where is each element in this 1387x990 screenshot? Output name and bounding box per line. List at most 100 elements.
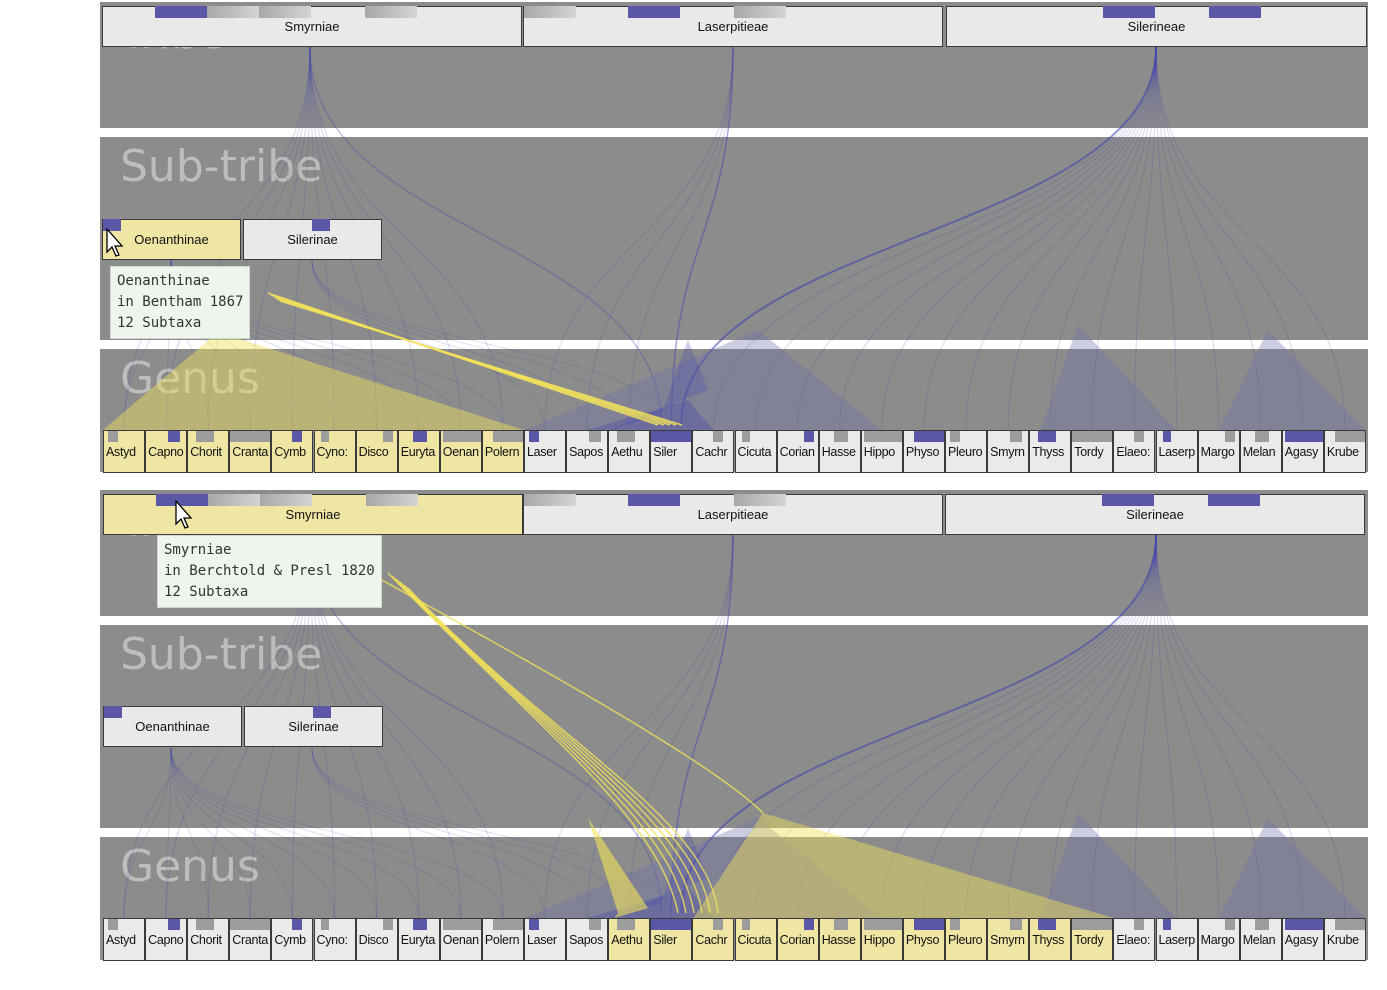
genus-node[interactable]: Tordy: [1071, 918, 1114, 961]
genus-node[interactable]: Disco: [355, 918, 398, 961]
genus-node[interactable]: Elaeo:: [1113, 430, 1156, 473]
genus-node[interactable]: Sapos: [566, 430, 609, 473]
subtribe-node-silerinae[interactable]: Silerinae: [243, 219, 382, 260]
hierarchy-link: [544, 46, 734, 431]
genus-node-label: Hippo: [863, 933, 895, 947]
genus-node[interactable]: Siler: [650, 430, 693, 473]
genus-node[interactable]: Corian: [776, 918, 819, 961]
genus-node[interactable]: Laser: [524, 430, 567, 473]
genus-node-label: Chorit: [190, 445, 222, 459]
genus-node[interactable]: Melan: [1239, 918, 1282, 961]
genus-node[interactable]: Cachr: [692, 430, 735, 473]
genus-node[interactable]: Hasse: [818, 430, 861, 473]
genus-node[interactable]: Astyd: [103, 918, 146, 961]
genus-node[interactable]: Capno: [145, 918, 188, 961]
genus-node[interactable]: Pleuro: [945, 918, 988, 961]
genus-node[interactable]: Hasse: [818, 918, 861, 961]
genus-node[interactable]: Hippo: [860, 918, 903, 961]
genus-node[interactable]: Physo: [902, 918, 945, 961]
genus-node-label: Cicuta: [737, 933, 772, 947]
genus-node[interactable]: Disco: [355, 430, 398, 473]
genus-node-label: Cranta: [232, 445, 269, 459]
subtribe-node-oenanthinae[interactable]: Oenanthinae: [103, 706, 242, 747]
genus-node[interactable]: Corian: [776, 430, 819, 473]
hierarchy-link: [311, 747, 546, 919]
genus-node[interactable]: Cachr: [692, 918, 735, 961]
genus-node[interactable]: Oenan: [439, 430, 482, 473]
genus-node-label: Hasse: [821, 445, 856, 459]
genus-node[interactable]: Capno: [145, 430, 188, 473]
genus-node[interactable]: Sapos: [566, 918, 609, 961]
genus-node[interactable]: Smyrn: [987, 918, 1030, 961]
genus-node[interactable]: Tordy: [1071, 430, 1114, 473]
hierarchy-link: [628, 534, 734, 919]
genus-node[interactable]: Astyd: [103, 430, 146, 473]
genus-node[interactable]: Laser: [524, 918, 567, 961]
genus-node-label: Euryta: [400, 445, 436, 459]
genus-node[interactable]: Krube: [1323, 430, 1366, 473]
genus-node-label: Agasy: [1284, 933, 1319, 947]
genus-node-label: Cymb: [274, 445, 306, 459]
genus-node-label: Hippo: [863, 445, 895, 459]
hierarchy-link: [1155, 46, 1346, 431]
genus-node[interactable]: Cyno:: [313, 430, 356, 473]
genus-node[interactable]: Laserp: [1155, 430, 1198, 473]
genus-node[interactable]: Thyss: [1029, 918, 1072, 961]
tribe-node-smyrniae[interactable]: Smyrniae: [103, 494, 523, 535]
genus-node-label: Laser: [527, 445, 557, 459]
genus-node-label: Margo: [1200, 933, 1235, 947]
genus-node-label: Tordy: [1074, 933, 1104, 947]
hierarchy-link: [797, 534, 1157, 919]
genus-node[interactable]: Euryta: [397, 430, 440, 473]
genus-node[interactable]: Hippo: [860, 430, 903, 473]
genus-node[interactable]: Pleuro: [945, 430, 988, 473]
genus-node[interactable]: Melan: [1239, 430, 1282, 473]
tribe-node-silerineae[interactable]: Silerineae: [946, 6, 1367, 47]
genus-node[interactable]: Margo: [1197, 430, 1240, 473]
hierarchy-link: [1049, 46, 1157, 431]
genus-node[interactable]: Elaeo:: [1113, 918, 1156, 961]
genus-node[interactable]: Laserp: [1155, 918, 1198, 961]
genus-node[interactable]: Cyno:: [313, 918, 356, 961]
genus-node[interactable]: Polern: [481, 918, 524, 961]
genus-node[interactable]: Krube: [1323, 918, 1366, 961]
tribe-node-smyrniae[interactable]: Smyrniae: [102, 6, 522, 47]
genus-node[interactable]: Cymb: [271, 430, 314, 473]
genus-node[interactable]: Cicuta: [734, 918, 777, 961]
genus-node-label: Hasse: [821, 933, 856, 947]
tribe-node-silerineae[interactable]: Silerineae: [945, 494, 1365, 535]
genus-node-label: Laserp: [1158, 445, 1196, 459]
genus-node[interactable]: Thyss: [1029, 430, 1072, 473]
genus-node[interactable]: Siler: [650, 918, 693, 961]
genus-node[interactable]: Oenan: [439, 918, 482, 961]
genus-node[interactable]: Chorit: [187, 918, 230, 961]
genus-node[interactable]: Aethu: [608, 918, 651, 961]
genus-node[interactable]: Smyrn: [987, 430, 1030, 473]
genus-node[interactable]: Cymb: [271, 918, 314, 961]
genus-node-label: Astyd: [106, 445, 136, 459]
genus-node[interactable]: Aethu: [608, 430, 651, 473]
subtribe-node-silerinae[interactable]: Silerinae: [244, 706, 383, 747]
tribe-node-laserpitieae[interactable]: Laserpitieae: [523, 494, 943, 535]
genus-node[interactable]: Cranta: [229, 918, 272, 961]
genus-node[interactable]: Agasy: [1281, 918, 1324, 961]
genus-node[interactable]: Euryta: [397, 918, 440, 961]
genus-node[interactable]: Chorit: [187, 430, 230, 473]
genus-node-label: Cachr: [695, 933, 728, 947]
tribe-node-laserpitieae[interactable]: Laserpitieae: [523, 6, 943, 47]
mouse-pointer-icon: [175, 500, 193, 529]
hierarchy-link: [712, 46, 1157, 431]
subtribe-node-oenanthinae[interactable]: Oenanthinae: [102, 219, 241, 260]
genus-node[interactable]: Cranta: [229, 430, 272, 473]
node-tooltip: Smyrniae in Berchtold & Presl 1820 12 Su…: [157, 535, 382, 608]
hierarchy-link: [1155, 534, 1304, 919]
genus-node[interactable]: Agasy: [1281, 430, 1324, 473]
tooltip-count: 12 Subtaxa: [164, 584, 249, 600]
genus-node[interactable]: Polern: [481, 430, 524, 473]
genus-node[interactable]: Physo: [902, 430, 945, 473]
hierarchy-link: [1155, 46, 1304, 431]
genus-node-label: Thyss: [1032, 933, 1065, 947]
highlight-link: [407, 587, 719, 914]
genus-node[interactable]: Margo: [1197, 918, 1240, 961]
genus-node[interactable]: Cicuta: [734, 430, 777, 473]
